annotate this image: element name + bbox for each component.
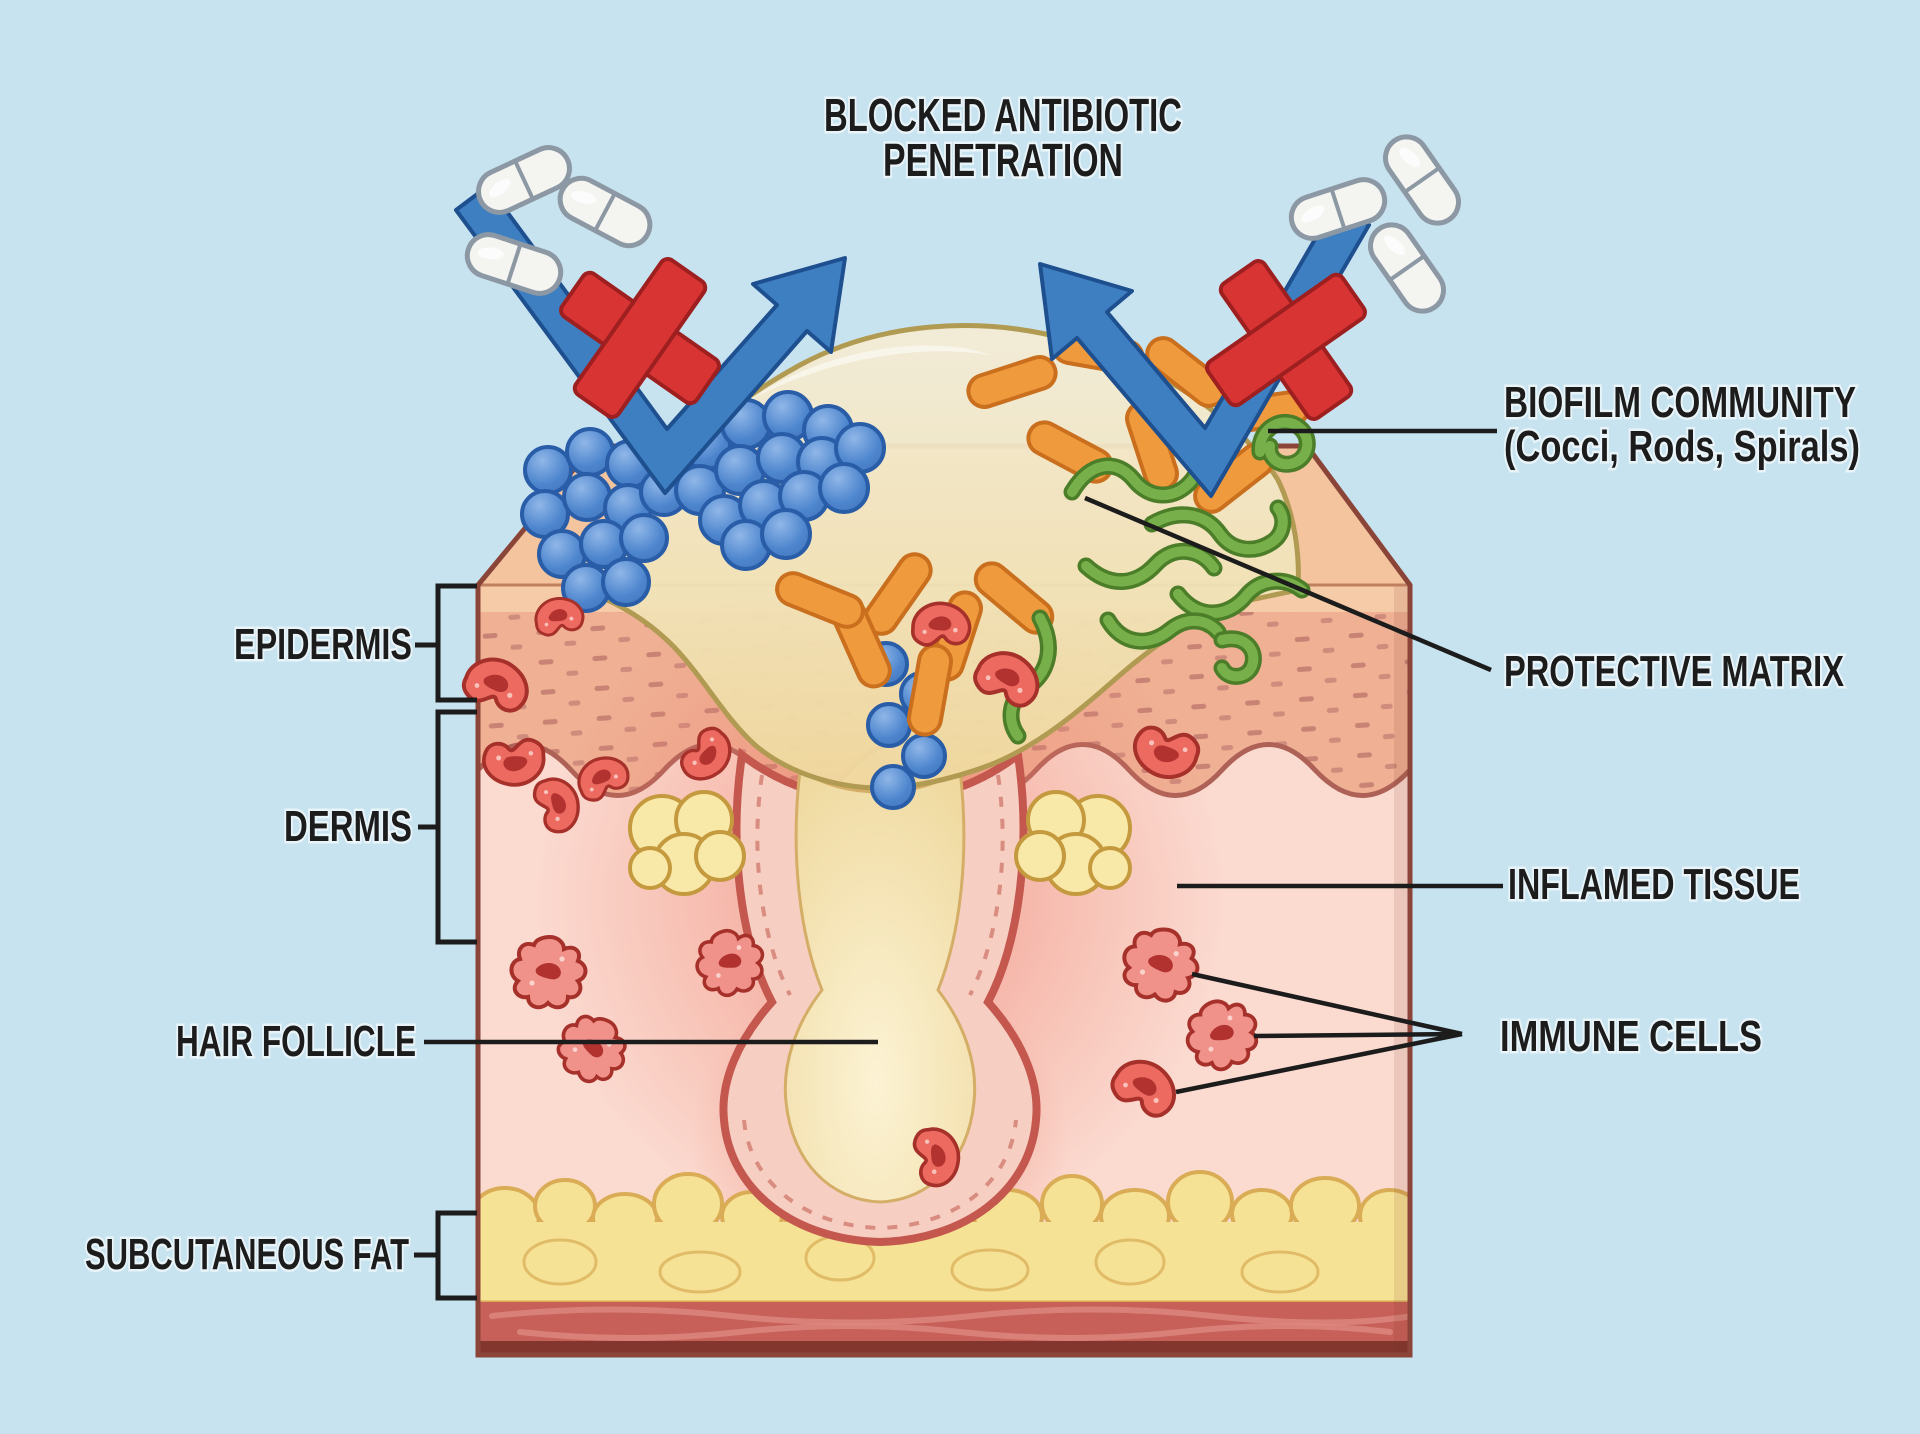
dermis-label: DERMIS [284, 802, 412, 851]
immune-cells-label: IMMUNE CELLS [1500, 1012, 1762, 1061]
biofilm-community-sublabel: (Cocci, Rods, Spirals) [1504, 422, 1860, 471]
label-dermis: DERMIS [282, 709, 477, 945]
cocci-cluster-left [520, 427, 689, 613]
cocci-cluster-center [674, 390, 886, 571]
subcutaneous-fat-label: SUBCUTANEOUS FAT [85, 1230, 409, 1279]
epidermis-label: EPIDERMIS [234, 620, 412, 669]
inflamed-tissue-label: INFLAMED TISSUE [1508, 860, 1800, 909]
title-line1: BLOCKED ANTIBIOTIC [824, 89, 1182, 141]
subcutaneous-fat-layer [478, 1170, 1410, 1304]
x-mark-right-icon [1205, 259, 1367, 421]
x-mark-left-icon [559, 257, 721, 419]
label-biofilm-community: BIOFILM COMMUNITY (Cocci, Rods, Spirals) [1268, 376, 1863, 474]
follicle-sheath-texture [742, 774, 1018, 1231]
label-immune-cells: IMMUNE CELLS [1175, 971, 1765, 1095]
muscle-layer [478, 1302, 1410, 1355]
label-subcutaneous-fat: SUBCUTANEOUS FAT [83, 1210, 477, 1301]
protective-matrix-label: PROTECTIVE MATRIX [1504, 647, 1844, 696]
label-protective-matrix: PROTECTIVE MATRIX [1084, 495, 1847, 699]
title-line2: PENETRATION [883, 134, 1123, 186]
matrix-highlight [700, 345, 990, 432]
label-inflamed-tissue: INFLAMED TISSUE [1177, 858, 1803, 912]
biofilm-community-label: BIOFILM COMMUNITY [1504, 378, 1856, 427]
label-hair-follicle: HAIR FOLLICLE [174, 1015, 878, 1069]
hair-follicle-label: HAIR FOLLICLE [176, 1017, 416, 1066]
label-epidermis: EPIDERMIS [232, 583, 477, 703]
diagram-title: BLOCKED ANTIBIOTIC PENETRATION [822, 87, 1185, 189]
hair-follicle [628, 747, 1132, 1247]
sebaceous-gland-left [628, 790, 746, 896]
sebaceous-gland-right [1014, 790, 1132, 896]
